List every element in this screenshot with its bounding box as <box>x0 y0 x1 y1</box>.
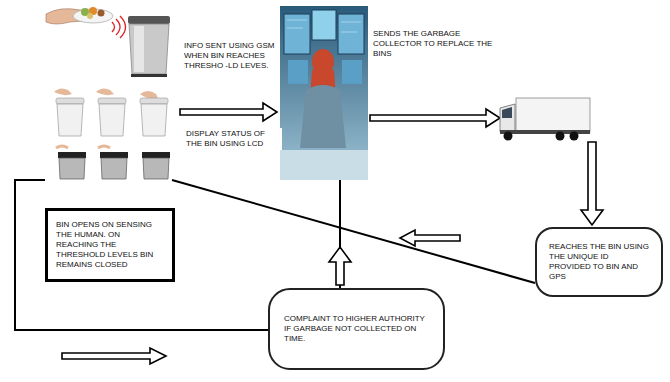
box-text: COMPLAINT TO HIGHER AUTHORITY IF GARBAGE… <box>284 314 429 344</box>
process-box: REACHES THE BIN USING THE UNIQUE ID PROV… <box>535 227 663 297</box>
process-box: COMPLAINT TO HIGHER AUTHORITY IF GARBAGE… <box>268 288 445 370</box>
note-text: INFO SENT USING GSM WHEN BIN REACHES THR… <box>183 40 280 72</box>
note-text: DISPLAY STATUS OF THE BIN USING LCD <box>185 128 282 150</box>
process-box: BIN OPENS ON SENSING THE HUMAN. ON REACH… <box>45 208 175 282</box>
box-text: BIN OPENS ON SENSING THE HUMAN. ON REACH… <box>56 220 164 270</box>
note-text: SENDS THE GARBAGE COLLECTOR TO REPLACE T… <box>372 28 494 60</box>
box-text: REACHES THE BIN USING THE UNIQUE ID PROV… <box>549 242 649 282</box>
